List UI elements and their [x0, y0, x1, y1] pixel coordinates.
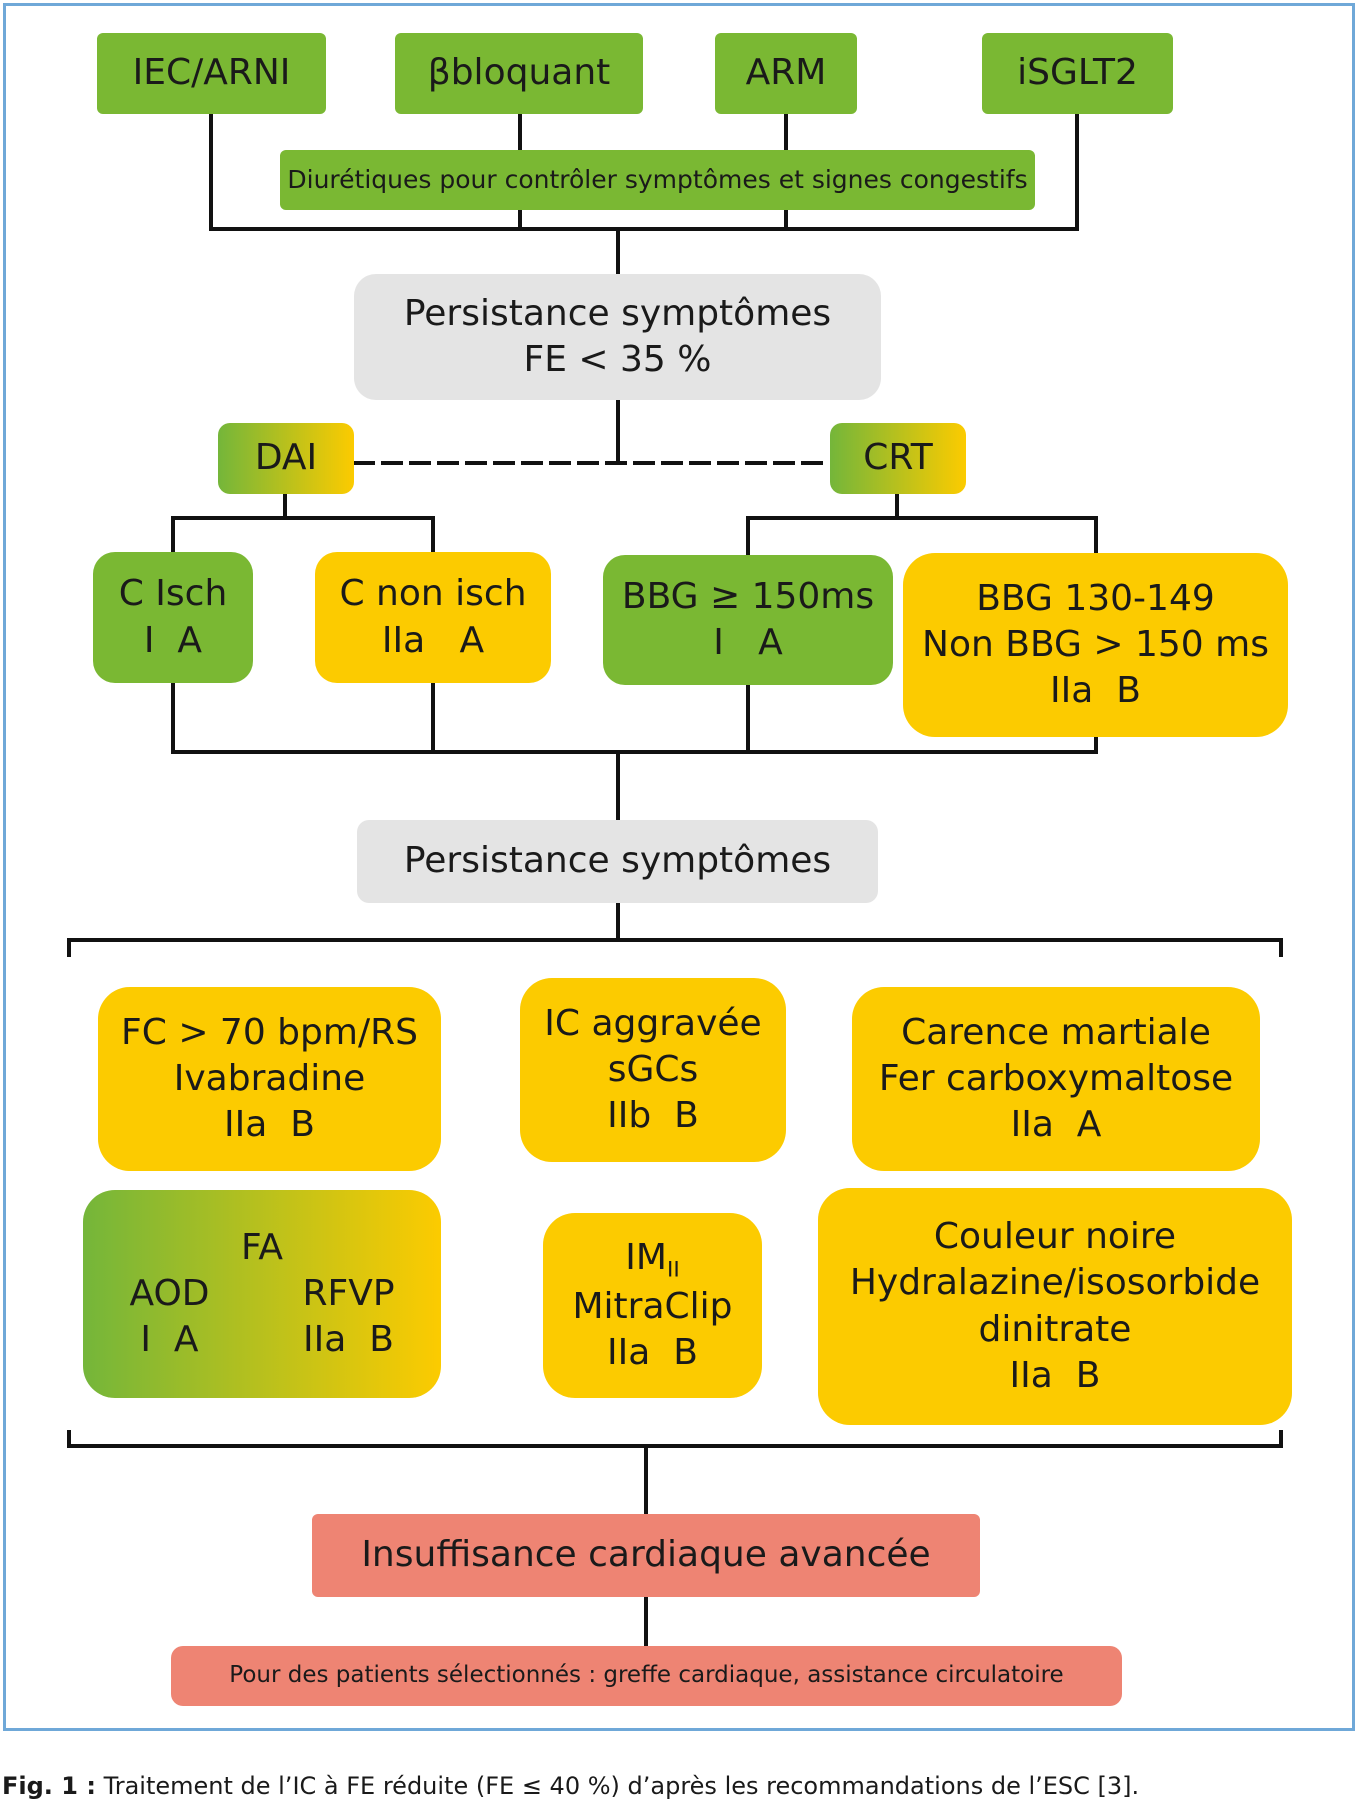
c-non-isch-box: C non isch IIa A — [315, 552, 551, 683]
c-isch-box: C Isch I A — [93, 552, 253, 683]
advanced-label: Insuffisance cardiaque avancée — [361, 1534, 931, 1576]
selected-label: Pour des patients sélectionnés : greffe … — [229, 1662, 1064, 1689]
bbg-130-line3: IIa B — [1050, 670, 1141, 712]
bbg-150-line2: I A — [713, 622, 783, 663]
iec-arni-box: IEC/ARNI — [97, 33, 326, 114]
connector-options-top — [67, 938, 1283, 957]
couleur-line2: Hydralazine/isosorbide — [849, 1262, 1261, 1304]
persistance-symptomes-fe-box: Persistance symptômes FE < 35 % — [354, 274, 881, 400]
bbg-130-line1: BBG 130-149 — [976, 577, 1215, 619]
couleur-noire-box: Couleur noire Hydralazine/isosorbide din… — [818, 1188, 1292, 1425]
carence-line1: Carence martiale — [901, 1011, 1211, 1053]
figure-caption: Fig. 1 : Traitement de l’IC à FE réduite… — [2, 1772, 1139, 1800]
insuffisance-avancee-box: Insuffisance cardiaque avancée — [312, 1514, 980, 1597]
diuretics-box: Diurétiques pour contrôler symptômes et … — [280, 150, 1035, 210]
persistance-symptomes-box: Persistance symptômes — [357, 820, 878, 903]
bbloquant-label: βbloquant — [427, 52, 611, 94]
fc-line1: FC > 70 bpm/RS — [121, 1011, 418, 1053]
im-mitraclip-box: IMII MitraClip IIa B — [543, 1213, 762, 1398]
fa-aod-class: I A — [140, 1319, 199, 1361]
figure-frame — [3, 3, 1355, 1731]
bbg-150-box: BBG ≥ 150ms I A — [603, 555, 893, 685]
bbg-130-box: BBG 130-149 Non BBG > 150 ms IIa B — [903, 553, 1288, 737]
fa-title: FA — [240, 1226, 284, 1268]
c-isch-line2: I A — [143, 619, 203, 661]
ic-aggravee-line3: IIb B — [607, 1095, 699, 1137]
ic-aggravee-line2: sGCs — [607, 1048, 699, 1090]
dai-box: DAI — [218, 423, 354, 494]
fa-rfvp: RFVP IIa B — [302, 1271, 394, 1363]
arm-label: ARM — [745, 52, 827, 94]
fa-aod: AOD I A — [129, 1271, 209, 1363]
connector-dai-branch — [171, 492, 435, 554]
bbg-150-line1: BBG ≥ 150ms — [621, 575, 875, 617]
im-line1: IMII — [625, 1236, 680, 1283]
ic-aggravee-line1: IC aggravée — [544, 1002, 762, 1044]
isglt2-box: iSGLT2 — [982, 33, 1173, 114]
fc-line2: Ivabradine — [173, 1057, 366, 1099]
crt-box: CRT — [830, 423, 966, 494]
isglt2-label: iSGLT2 — [1017, 52, 1138, 94]
couleur-line3: dinitrate — [978, 1308, 1132, 1350]
persist2-label: Persistance symptômes — [403, 840, 832, 882]
fa-box: FA AOD I A RFVP IIa B — [83, 1190, 441, 1398]
couleur-line4: IIa B — [1009, 1354, 1101, 1396]
c-non-isch-line2: IIa A — [381, 619, 485, 661]
ic-aggravee-box: IC aggravée sGCs IIb B — [520, 978, 786, 1162]
c-isch-line1: C Isch — [118, 573, 228, 615]
carence-line2: Fer carboxymaltose — [878, 1057, 1234, 1099]
fc-line3: IIa B — [224, 1104, 315, 1146]
connector-options-bottom — [67, 1430, 1283, 1448]
fc-ivabradine-box: FC > 70 bpm/RS Ivabradine IIa B — [98, 987, 441, 1171]
persist1-line2: FE < 35 % — [523, 339, 712, 380]
carence-line3: IIa A — [1010, 1104, 1102, 1146]
couleur-line1: Couleur noire — [933, 1216, 1177, 1258]
diuretics-label: Diurétiques pour contrôler symptômes et … — [287, 165, 1028, 194]
arm-box: ARM — [715, 33, 857, 114]
crt-label: CRT — [863, 437, 933, 479]
c-non-isch-line1: C non isch — [339, 573, 527, 615]
connector-lower-bracket — [171, 681, 1098, 754]
persist1-line1: Persistance symptômes — [403, 292, 832, 334]
bbg-130-line2: Non BBG > 150 ms — [922, 623, 1269, 665]
caption-label: Fig. 1 : — [2, 1772, 96, 1800]
carence-martiale-box: Carence martiale Fer carboxymaltose IIa … — [852, 987, 1260, 1171]
bbloquant-box: βbloquant — [395, 33, 643, 114]
iec-arni-label: IEC/ARNI — [132, 52, 291, 94]
connector-top-bracket — [209, 111, 1079, 231]
im-line2: MitraClip — [572, 1286, 733, 1327]
connector-crt-branch — [746, 492, 1098, 557]
im-line3: IIa B — [607, 1332, 698, 1374]
patients-selectionnes-box: Pour des patients sélectionnés : greffe … — [171, 1646, 1122, 1706]
fa-aod-name: AOD — [129, 1272, 210, 1314]
fa-rfvp-name: RFVP — [302, 1272, 395, 1314]
fa-rfvp-class: IIa B — [303, 1319, 394, 1361]
fa-options: AOD I A RFVP IIa B — [83, 1271, 441, 1363]
dai-label: DAI — [254, 437, 318, 479]
caption-text: Traitement de l’IC à FE réduite (FE ≤ 40… — [95, 1772, 1140, 1800]
